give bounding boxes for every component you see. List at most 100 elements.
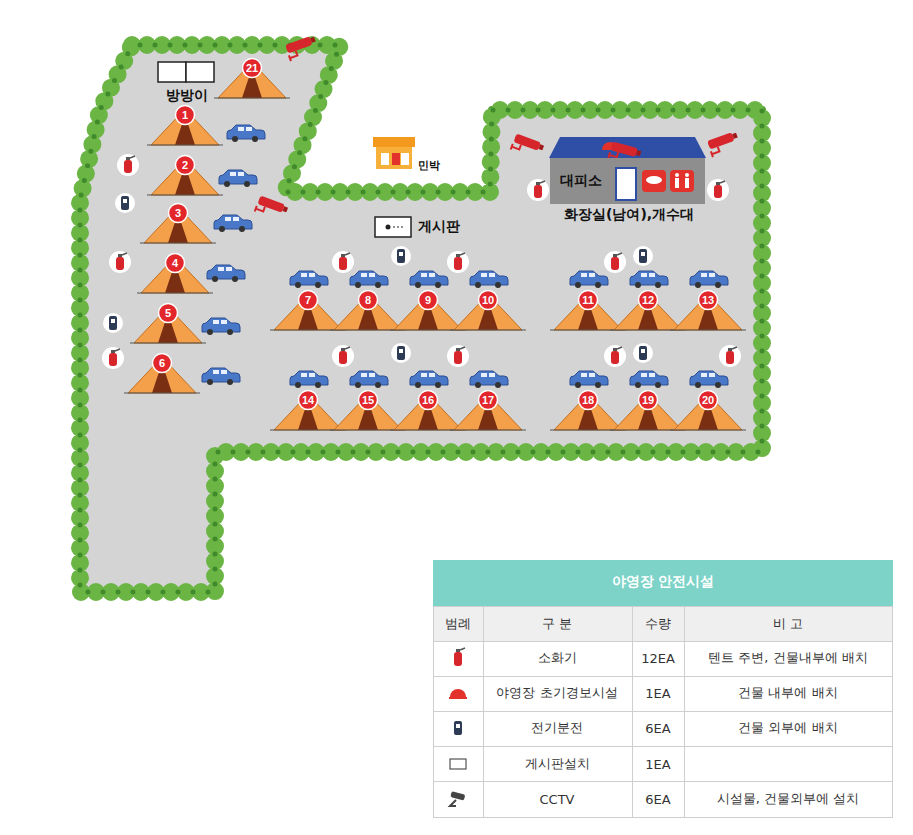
tent-icon (610, 391, 686, 431)
table-cell: CCTV (540, 792, 575, 807)
cctv-icon (255, 196, 289, 222)
car-icon (690, 271, 728, 288)
car-icon (630, 271, 668, 288)
fire-extinguisher-icon (719, 345, 741, 367)
car-icon (690, 371, 728, 388)
callout-number: 12 (642, 294, 654, 306)
place-label: 민박 (418, 158, 440, 173)
tent-icon (550, 291, 626, 331)
callout-number: 13 (702, 294, 714, 306)
car-icon (630, 371, 668, 388)
cctv-icon (511, 134, 545, 160)
table-title: 야영장 안전시설 (612, 573, 715, 591)
car-icon (350, 371, 388, 388)
table-cell: 1EA (645, 686, 670, 701)
car-icon (470, 271, 508, 288)
place-label: 게시판 (418, 218, 460, 236)
electric-panel-icon (103, 313, 123, 333)
table-cell: 건물 내부에 배치 (738, 684, 837, 702)
car-icon (214, 215, 252, 232)
car-icon (350, 271, 388, 288)
car-icon (219, 170, 257, 187)
table-cell: 1EA (645, 757, 670, 772)
tent-icon (137, 254, 213, 294)
tent-icon (390, 291, 466, 331)
table-header: 수량 (645, 615, 671, 633)
tent-icon (550, 391, 626, 431)
car-icon (470, 371, 508, 388)
car-icon (227, 125, 265, 142)
electric-panel-icon (633, 246, 653, 266)
fire-extinguisher-icon (117, 154, 139, 176)
tent-icon (124, 354, 200, 394)
table-header: 범례 (445, 615, 471, 633)
callout-number: 15 (362, 394, 374, 406)
fire-extinguisher-icon (332, 345, 354, 367)
car-icon (410, 271, 448, 288)
callout-number: 6 (159, 357, 165, 369)
tent-icon (610, 291, 686, 331)
callout-number: 20 (702, 394, 714, 406)
callout-number: 4 (172, 257, 178, 269)
fire-extinguisher-icon (527, 179, 549, 201)
fire-extinguisher-icon (332, 251, 354, 273)
table-cell: 텐트 주변, 건물내부에 배치 (708, 649, 868, 667)
callout-number: 21 (246, 62, 258, 74)
tent-icon (330, 391, 406, 431)
tent-icon (670, 391, 746, 431)
shelter-building: 대피소화장실(남여),개수대 (550, 158, 705, 204)
fire-extinguisher-icon (707, 179, 729, 201)
electric-panel-icon (633, 343, 653, 363)
table-header: 비 고 (773, 615, 803, 633)
tent-icon (330, 291, 406, 331)
car-icon (290, 371, 328, 388)
callout-number: 2 (182, 159, 188, 171)
car-icon (207, 265, 245, 282)
callout-number: 11 (582, 294, 594, 306)
car-icon (202, 318, 240, 335)
callout-number: 3 (175, 207, 181, 219)
table-cell: 건물 외부에 배치 (738, 719, 837, 737)
callout-number: 18 (582, 394, 594, 406)
tent-icon (214, 59, 290, 99)
table-cell: 6EA (645, 721, 670, 736)
car-icon (290, 271, 328, 288)
car-icon (410, 371, 448, 388)
building-caption: 화장실(남여),개수대 (564, 206, 694, 224)
tent-icon (450, 391, 526, 431)
callout-number: 9 (425, 294, 431, 306)
table-cell: 시설물, 건물외부에 설치 (717, 790, 859, 808)
tent-icon (390, 391, 466, 431)
table-cell: 소화기 (538, 649, 577, 667)
tent-icon (270, 391, 346, 431)
car-icon (570, 271, 608, 288)
callout-number: 10 (482, 294, 494, 306)
callout-number: 8 (365, 294, 371, 306)
building-name: 대피소 (560, 172, 602, 190)
fire-extinguisher-icon (447, 251, 469, 273)
fire-extinguisher-icon (604, 345, 626, 367)
table-cell: 게시판설치 (525, 755, 590, 773)
electric-panel-icon (391, 343, 411, 363)
callout-number: 19 (642, 394, 654, 406)
callout-number: 14 (302, 394, 314, 406)
table-cell: 12EA (641, 651, 675, 666)
fire-extinguisher-icon (102, 347, 124, 369)
cctv-icon (285, 35, 319, 61)
callout-number: 1 (182, 109, 188, 121)
cctv-icon (707, 131, 741, 157)
callout-number: 16 (422, 394, 434, 406)
table-cell: 6EA (645, 792, 670, 807)
place-label: 방방이 (166, 87, 208, 105)
fire-extinguisher-icon (447, 345, 469, 367)
tent-icon (147, 106, 223, 146)
fire-extinguisher-icon (109, 251, 131, 273)
table-cell: 야영장 초기경보시설 (496, 684, 617, 702)
tent-icon (670, 291, 746, 331)
callout-number: 7 (305, 294, 311, 306)
car-icon (570, 371, 608, 388)
tent-icon (140, 204, 216, 244)
electric-panel-icon (115, 193, 135, 213)
